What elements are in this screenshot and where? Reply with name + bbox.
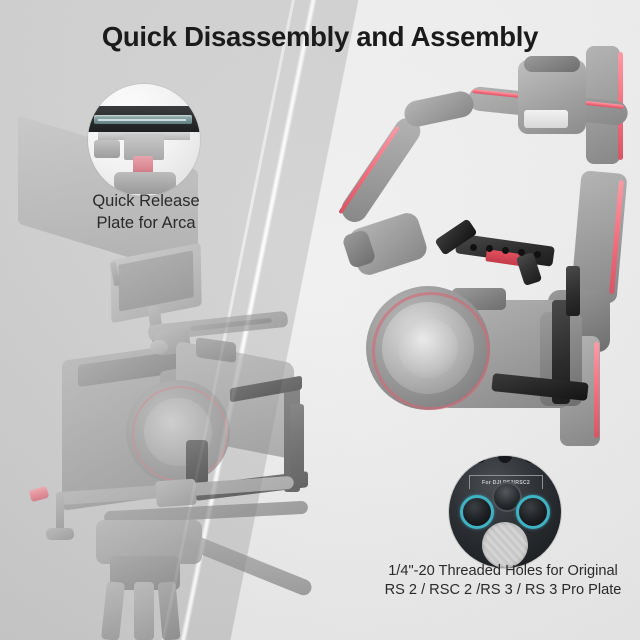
gimbal-accent-lower [594,342,599,438]
quick-release-base [114,172,176,194]
lens-inner-glass [398,318,458,378]
camera-cage-front-bracket [186,440,208,484]
right-panel-caption: 1/4"-20 Threaded Holes for Original RS 2… [370,562,636,601]
quick-release-side-lever [94,140,120,158]
threaded-holes-inset: For DJI RS2/RSC2 [449,456,561,568]
lens-red-ring [372,292,490,410]
quick-release-clamp-body [124,134,164,160]
right-caption-line-1: 1/4"-20 Threaded Holes for Original [388,563,618,579]
camera-cage-rear-post [566,266,580,316]
baseplate-anti-twist-pad [482,522,528,568]
cage-screw-hole [534,251,541,258]
gimbal-elbow-joint [402,89,476,129]
cage-screw-hole [518,249,525,256]
camera-cage-side-rail [552,300,570,404]
left-caption-line-2: Plate for Arca [96,213,196,232]
baseplate-top-notches [471,456,539,470]
gimbal-top-motor-cap [524,56,580,72]
cage-screw-hole [502,247,509,254]
gimbal-diagonal-arm [336,112,426,228]
gimbal-motor-label [524,110,568,128]
threaded-hole-left-ring [460,495,494,529]
arca-groove-highlight [98,119,186,121]
camera-cage-rear-bracket [290,404,304,474]
quick-release-plate-inset [88,84,200,196]
threaded-hole-right-ring [516,495,550,529]
left-panel-caption: Quick Release Plate for Arca [48,191,244,235]
right-caption-line-2: RS 2 / RSC 2 /RS 3 / RS 3 Pro Plate [384,582,622,599]
camera-top-dial [150,340,168,354]
cage-screw-hole [470,244,477,251]
tripod-leg-center [134,582,154,640]
rod-support-post [56,492,64,534]
cage-screw-hole [486,245,493,252]
left-caption-line-1: Quick Release [92,192,200,210]
page-title: Quick Disassembly and Assembly [101,21,539,52]
rod-support-foot [46,528,74,540]
